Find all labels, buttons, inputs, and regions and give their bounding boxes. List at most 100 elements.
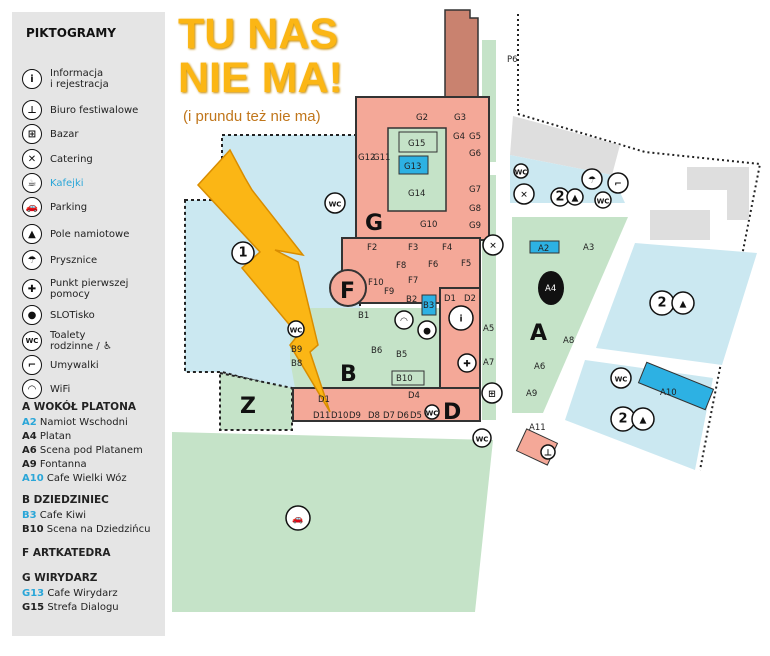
- map-label-g14[interactable]: G14: [408, 189, 425, 199]
- car-icon[interactable]: 🚗: [285, 505, 311, 531]
- map-label-f3[interactable]: F3: [408, 243, 418, 253]
- zone-letter-a[interactable]: A: [530, 321, 547, 346]
- map-label-f5[interactable]: F5: [461, 259, 471, 269]
- tent-icon[interactable]: ▲: [566, 188, 584, 206]
- map-label-a5[interactable]: A5: [483, 324, 494, 334]
- wc-icon[interactable]: WC: [424, 404, 440, 420]
- map-label-a9[interactable]: A9: [526, 389, 537, 399]
- map-label-b2[interactable]: B2: [406, 295, 417, 305]
- map-label-a7[interactable]: A7: [483, 358, 494, 368]
- tent-icon[interactable]: ▲: [631, 407, 655, 431]
- map-label-f10[interactable]: F10: [368, 278, 384, 288]
- venue-code: A4: [22, 431, 37, 442]
- wc-icon[interactable]: WC: [324, 192, 346, 214]
- legend-venue: A6 Scena pod Platanem: [22, 444, 143, 458]
- stamp-icon[interactable]: ⊥: [540, 444, 556, 460]
- map-label-g6[interactable]: G6: [469, 149, 481, 159]
- map-label-f7[interactable]: F7: [408, 276, 418, 286]
- map-label-g7[interactable]: G7: [469, 185, 481, 195]
- map-label-g4[interactable]: G4: [453, 132, 465, 142]
- map-label-a3[interactable]: A3: [583, 243, 594, 253]
- map-label-b9[interactable]: B9: [291, 345, 302, 355]
- map-label-g13[interactable]: G13: [404, 162, 421, 172]
- map-label-d10[interactable]: D10: [331, 411, 348, 421]
- map-label-p6[interactable]: P6: [507, 55, 518, 65]
- wc-icon[interactable]: WC: [594, 191, 612, 209]
- map-label-g12[interactable]: G12: [358, 153, 375, 163]
- artkatedra-rotunda[interactable]: [329, 269, 367, 307]
- map-label-g15[interactable]: G15: [408, 139, 425, 149]
- cafe-g13[interactable]: [398, 155, 429, 175]
- map-label-a11[interactable]: A11: [529, 423, 546, 433]
- map-label-d4[interactable]: D4: [408, 391, 420, 401]
- map-label-b10[interactable]: B10: [396, 374, 413, 384]
- map-label-f6[interactable]: F6: [428, 260, 438, 270]
- map-label-d7[interactable]: D7: [383, 411, 395, 421]
- plane-tree-a4[interactable]: [538, 271, 564, 305]
- map-label-g11[interactable]: G11: [373, 153, 390, 163]
- wc-icon[interactable]: WC: [472, 428, 492, 448]
- wifi-icon[interactable]: ◠: [394, 310, 414, 330]
- map-label-d1b[interactable]: D1: [318, 395, 330, 405]
- camp-icon[interactable]: 2: [649, 290, 675, 316]
- tent-icon[interactable]: ▲: [671, 291, 695, 315]
- wc-icon[interactable]: WC: [287, 320, 305, 338]
- map-label-a2[interactable]: A2: [538, 244, 549, 254]
- cafe-b3[interactable]: [421, 294, 437, 316]
- zone-a-area[interactable]: [512, 217, 628, 413]
- map-label-b6[interactable]: B6: [371, 346, 382, 356]
- legend-item-label: Catering: [50, 153, 93, 165]
- map-label-g3[interactable]: G3: [454, 113, 466, 123]
- legend-item-label: Bazar: [50, 128, 79, 140]
- map-label-a6[interactable]: A6: [534, 362, 545, 372]
- map-label-g2[interactable]: G2: [416, 113, 428, 123]
- camp-icon[interactable]: 1: [231, 241, 255, 265]
- map-label-d1[interactable]: D1: [444, 294, 456, 304]
- cafe-a10[interactable]: [637, 361, 715, 411]
- map-label-d6[interactable]: D6: [397, 411, 409, 421]
- basket-icon[interactable]: ⊞: [481, 382, 503, 404]
- map-label-a8[interactable]: A8: [563, 336, 574, 346]
- cutlery-icon[interactable]: ✕: [482, 234, 504, 256]
- map-label-g9[interactable]: G9: [469, 221, 481, 231]
- zone-letter-g[interactable]: G: [365, 211, 383, 236]
- zone-letter-b[interactable]: B: [340, 362, 357, 387]
- first-aid-icon[interactable]: ✚: [457, 353, 477, 373]
- map-label-b1[interactable]: B1: [358, 311, 369, 321]
- cutlery-icon[interactable]: ✕: [513, 183, 535, 205]
- stage-b10[interactable]: [391, 370, 425, 386]
- map-label-d11[interactable]: D11: [313, 411, 330, 421]
- map-label-g8[interactable]: G8: [469, 204, 481, 214]
- cafe-a2[interactable]: [529, 240, 560, 254]
- map-label-b3[interactable]: B3: [423, 301, 434, 311]
- wc-icon[interactable]: WC: [610, 367, 632, 389]
- zone-z-area[interactable]: [219, 371, 293, 431]
- wc-icon[interactable]: WC: [513, 163, 529, 179]
- shower-icon[interactable]: ☂: [581, 168, 603, 190]
- room-g15[interactable]: [398, 131, 438, 153]
- info-icon[interactable]: i: [448, 305, 474, 331]
- map-label-f4[interactable]: F4: [442, 243, 452, 253]
- map-label-f2[interactable]: F2: [367, 243, 377, 253]
- map-label-a4[interactable]: A4: [545, 284, 556, 294]
- map-label-g5[interactable]: G5: [469, 132, 481, 142]
- slotisko-icon[interactable]: ●: [417, 320, 437, 340]
- legend-venue: B3 Cafe Kiwi: [22, 509, 150, 523]
- camp-area-2-north[interactable]: [510, 155, 625, 203]
- map-label-d5[interactable]: D5: [410, 411, 422, 421]
- tap-icon[interactable]: ⌐: [607, 172, 629, 194]
- parking-field[interactable]: [172, 432, 493, 612]
- map-label-d9[interactable]: D9: [349, 411, 361, 421]
- zone-letter-f[interactable]: F: [340, 279, 355, 304]
- camp-icon[interactable]: 2: [610, 406, 636, 432]
- map-label-b8[interactable]: B8: [291, 359, 302, 369]
- map-label-b5[interactable]: B5: [396, 350, 407, 360]
- map-label-d2[interactable]: D2: [464, 294, 476, 304]
- zone-letter-d[interactable]: D: [443, 400, 461, 425]
- zone-letter-z[interactable]: Z: [240, 394, 256, 419]
- map-label-f8[interactable]: F8: [396, 261, 406, 271]
- map-label-a10[interactable]: A10: [660, 388, 677, 398]
- map-label-g10[interactable]: G10: [420, 220, 437, 230]
- map-label-f9[interactable]: F9: [384, 287, 394, 297]
- map-label-d8[interactable]: D8: [368, 411, 380, 421]
